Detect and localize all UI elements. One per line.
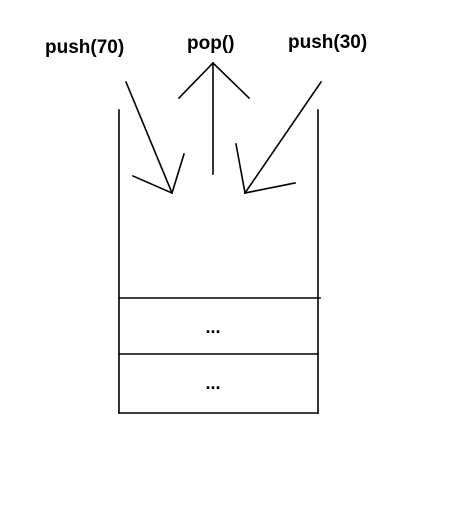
stack-cell-lower: ... (205, 373, 220, 393)
push-70-arrow-head-right (171, 153, 185, 194)
push-30-arrow-shaft (243, 80, 323, 195)
push-70-label: push(70) (45, 37, 124, 58)
stack-cell-upper: ... (205, 317, 220, 337)
push-30-arrow (235, 80, 323, 195)
push-70-arrow (124, 80, 185, 195)
pop-arrow-head-right (211, 61, 251, 100)
push-70-arrow-head-left (131, 174, 174, 195)
pop-arrow (177, 61, 251, 175)
push-30-arrow-head-right (244, 182, 296, 194)
pop-arrow-head-left (177, 61, 215, 100)
push-30-arrow-head-left (235, 143, 246, 194)
stack-container (118, 109, 321, 414)
push-30-label: push(30) (288, 32, 367, 53)
pop-label: pop() (187, 33, 234, 54)
push-70-arrow-shaft (124, 80, 174, 195)
